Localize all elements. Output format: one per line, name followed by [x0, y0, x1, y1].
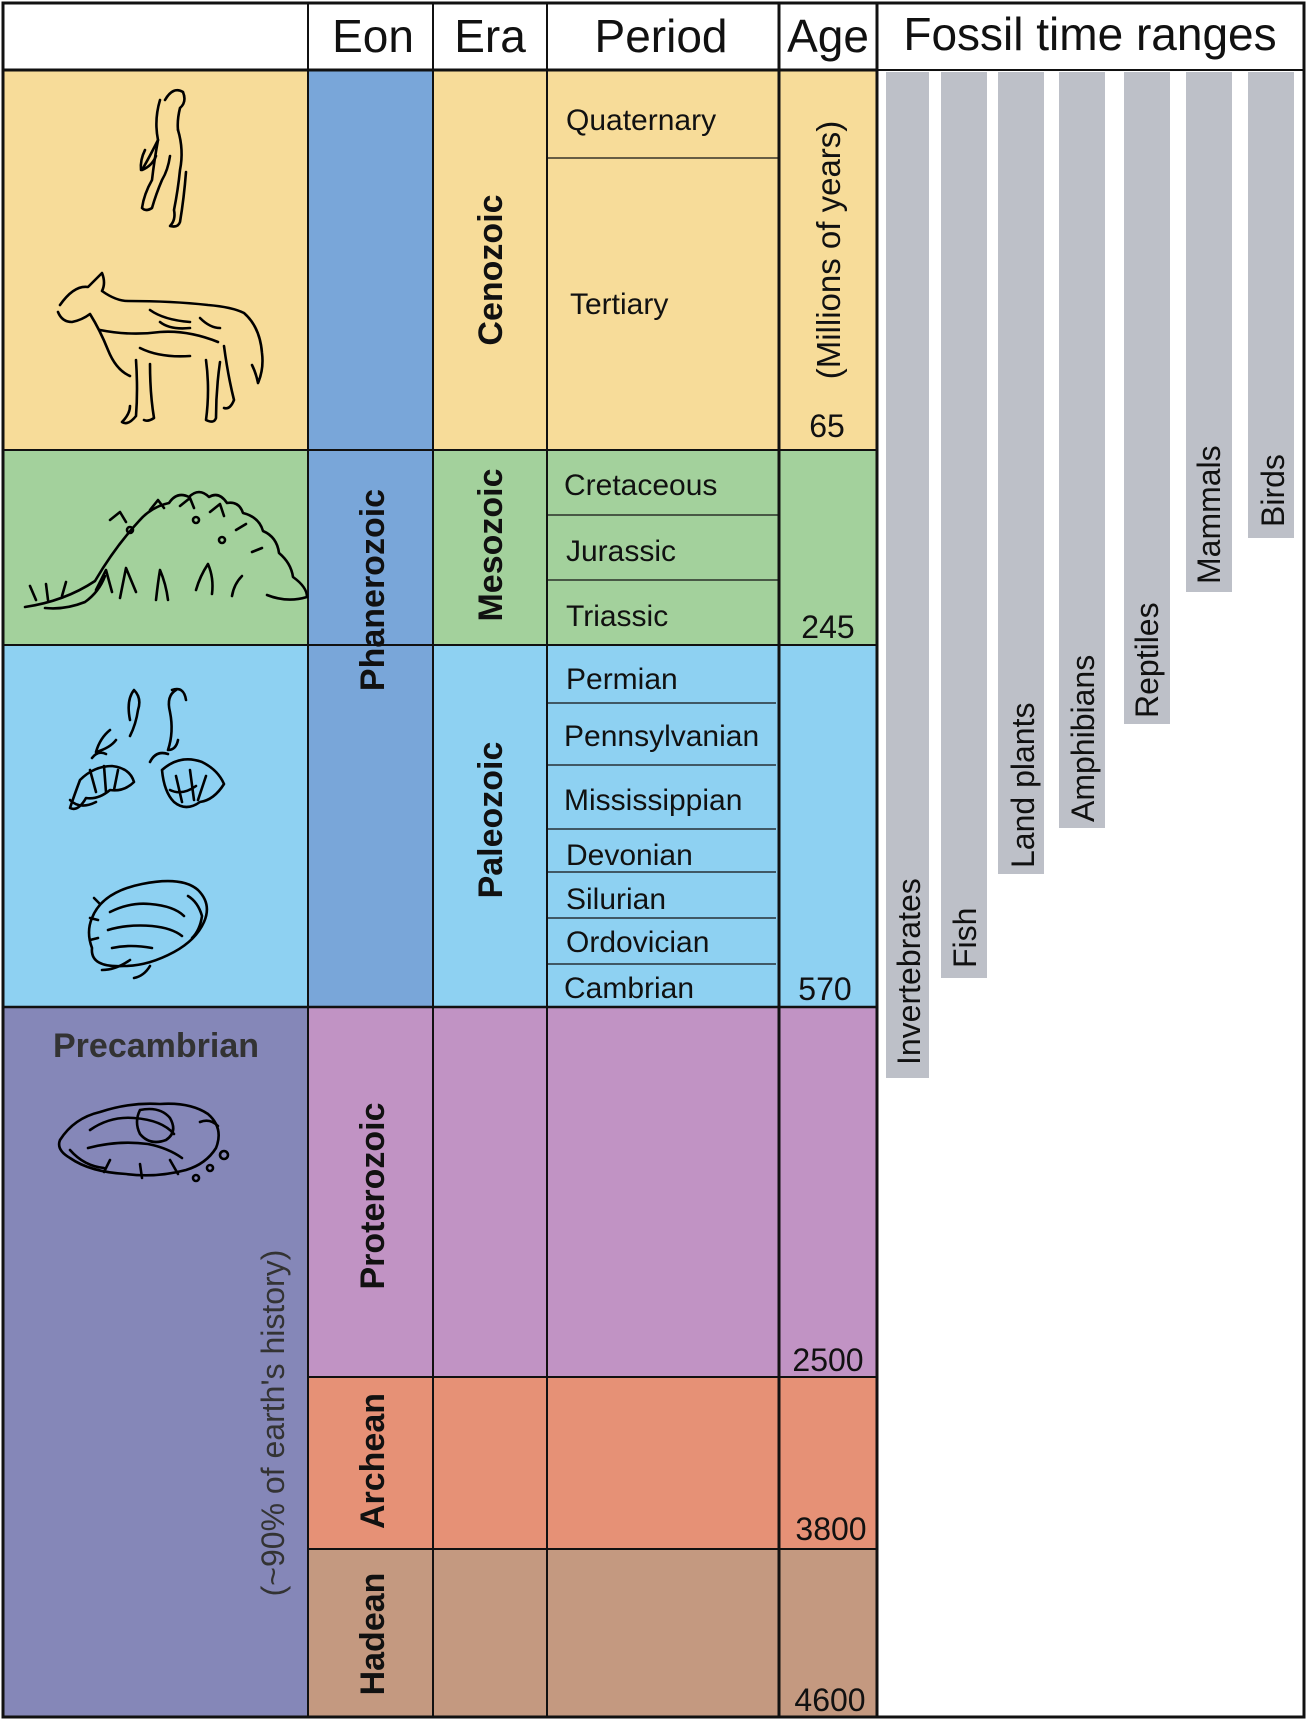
period-pennsylvanian: Pennsylvanian — [564, 720, 759, 753]
header-fossil-time-ranges: Fossil time ranges — [903, 8, 1276, 60]
horse-sketch-icon — [56, 271, 264, 425]
fossil-bar-land-plants — [998, 72, 1044, 874]
precambrian-subtitle: (~90% of earth's history) — [255, 1250, 291, 1597]
fossil-label-amphibians: Amphibians — [1065, 655, 1101, 822]
era-cenozoic: Cenozoic — [472, 194, 510, 345]
age-units-label: (Millions of years) — [810, 121, 847, 380]
fossil-bar-birds — [1248, 72, 1294, 538]
fossil-label-birds: Birds — [1255, 454, 1291, 527]
fossil-bar-mammals — [1186, 72, 1232, 592]
header-era: Era — [454, 10, 526, 62]
period-mississippian: Mississippian — [564, 784, 742, 817]
header-period: Period — [595, 10, 728, 62]
phanerozoic-band — [308, 70, 433, 1007]
proterozoic-band — [308, 1007, 877, 1377]
header-eon: Eon — [332, 10, 414, 62]
period-cambrian: Cambrian — [564, 972, 694, 1005]
eon-hadean: Hadean — [354, 1573, 392, 1696]
fossil-bar-fish — [941, 72, 987, 978]
stegosaurus-sketch-icon — [23, 490, 309, 610]
period-devonian: Devonian — [566, 839, 693, 872]
age-3800: 3800 — [795, 1511, 866, 1547]
period-silurian: Silurian — [566, 883, 666, 916]
fossil-bar-reptiles — [1124, 72, 1170, 724]
age-65: 65 — [809, 408, 845, 444]
human-sketch-icon — [139, 88, 188, 228]
fossil-label-fish: Fish — [947, 908, 983, 968]
age-4600: 4600 — [794, 1682, 865, 1718]
cenozoic-band — [3, 70, 877, 450]
age-2500: 2500 — [792, 1342, 863, 1378]
precambrian-band — [3, 1007, 308, 1717]
period-ordovician: Ordovician — [566, 926, 709, 959]
precambrian-title: Precambrian — [53, 1027, 259, 1065]
fossil-bar-amphibians — [1059, 72, 1105, 828]
period-tertiary: Tertiary — [570, 288, 668, 321]
eon-archean: Archean — [354, 1393, 392, 1529]
age-245: 245 — [801, 609, 854, 645]
fossil-label-invertebrates: Invertebrates — [891, 878, 927, 1065]
fossil-label-land-plants: Land plants — [1005, 703, 1041, 868]
period-permian: Permian — [566, 663, 678, 696]
era-paleozoic: Paleozoic — [472, 742, 510, 899]
eon-proterozoic: Proterozoic — [354, 1102, 392, 1289]
archean-band — [308, 1377, 877, 1549]
fossil-label-mammals: Mammals — [1191, 445, 1227, 584]
trilobite-sketch-icon — [87, 879, 209, 980]
paleozoic-band — [3, 645, 877, 1007]
mesozoic-band — [3, 450, 877, 645]
crinoid-sketch-icon — [68, 687, 226, 811]
period-triassic: Triassic — [566, 600, 668, 633]
period-cretaceous: Cretaceous — [564, 469, 717, 502]
era-mesozoic: Mesozoic — [472, 468, 510, 621]
age-570: 570 — [798, 971, 851, 1007]
fossil-label-reptiles: Reptiles — [1129, 602, 1165, 718]
fossil-bar-invertebrates — [886, 72, 929, 1078]
stromatolite-sketch-icon — [57, 1102, 230, 1183]
period-quaternary: Quaternary — [566, 104, 716, 137]
eon-phanerozoic: Phanerozoic — [354, 489, 392, 691]
period-jurassic: Jurassic — [566, 535, 676, 568]
hadean-band — [308, 1549, 877, 1717]
header-age: Age — [787, 10, 869, 62]
